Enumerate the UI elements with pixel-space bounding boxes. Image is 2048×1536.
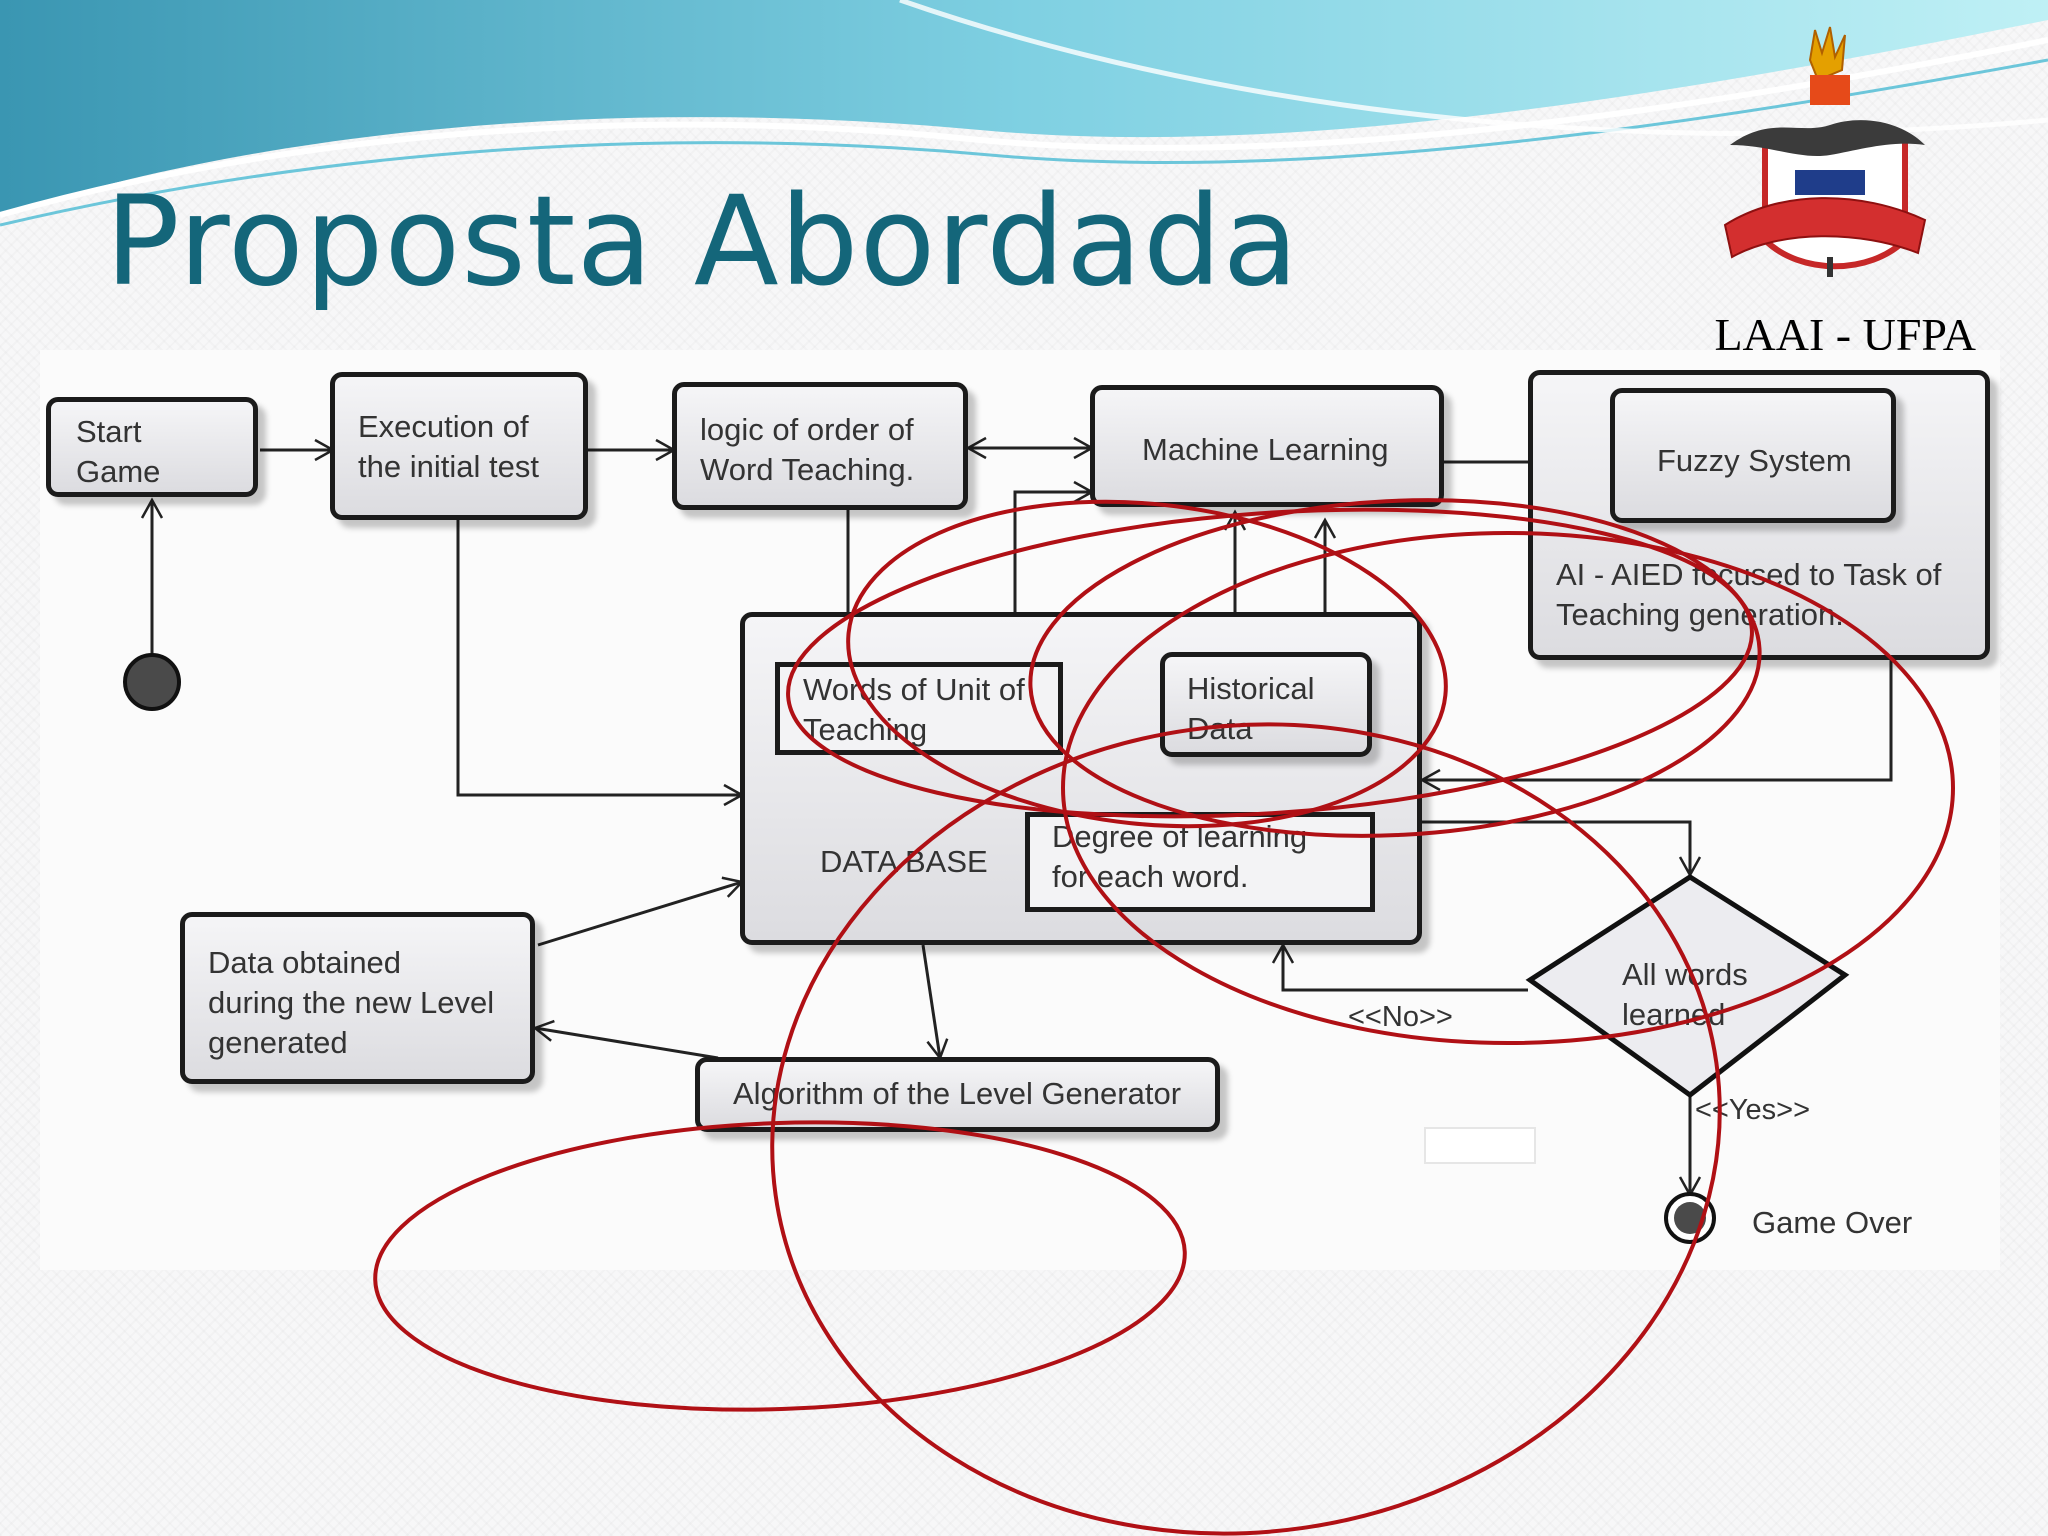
arrow-words-to-ml xyxy=(1013,480,1095,662)
annotation-ellipse-3 xyxy=(1028,498,1762,838)
execution-initial-test-node: Execution of the initial test xyxy=(330,372,588,520)
execution-label: Execution of the initial test xyxy=(358,409,539,484)
degree-learning-node: Degree of learning for each word. xyxy=(1025,812,1375,912)
decision-diamond xyxy=(1525,874,1850,1099)
annotation-ellipse-6 xyxy=(373,1120,1187,1412)
arrow-dataobtained-to-database xyxy=(537,876,745,947)
header-wave xyxy=(0,0,2048,227)
blank-box xyxy=(1424,1127,1536,1164)
arrow-algorithm-to-dataobtained xyxy=(532,1019,719,1060)
logic-order-label: logic of order of Word Teaching. xyxy=(700,412,915,487)
machine-learning-node: Machine Learning xyxy=(1090,385,1444,507)
data-obtained-node: Data obtained during the new Level gener… xyxy=(180,912,535,1084)
annotation-ellipse-1 xyxy=(786,507,1754,819)
machine-learning-label: Machine Learning xyxy=(1142,432,1389,467)
annotation-ellipse-2 xyxy=(846,499,1448,829)
yes-label: <<Yes>> xyxy=(1695,1094,1811,1126)
arrow-execution-to-database xyxy=(456,520,745,807)
start-node xyxy=(123,653,181,711)
database-label: DATA BASE xyxy=(820,844,988,879)
start-game-node: Start Game xyxy=(46,397,258,497)
slide-title: Proposta Abordada xyxy=(105,170,1300,314)
historical-data-node: Historical Data xyxy=(1160,652,1372,757)
fuzzy-system-node: Fuzzy System xyxy=(1610,388,1896,523)
annotation-ellipse-5 xyxy=(770,722,1722,1536)
words-unit-label: Words of Unit of Teaching xyxy=(803,672,1025,747)
annotation-ellipse-4 xyxy=(1061,531,1955,1045)
game-over-label: Game Over xyxy=(1752,1205,1913,1240)
arrow-database-to-algorithm xyxy=(921,944,949,1061)
algorithm-label: Algorithm of the Level Generator xyxy=(733,1076,1182,1111)
end-node-inner xyxy=(1674,1202,1706,1234)
arrow-ai-to-database xyxy=(1419,655,1893,792)
fuzzy-system-label: Fuzzy System xyxy=(1657,443,1852,478)
data-obtained-label: Data obtained during the new Level gener… xyxy=(208,945,495,1060)
university-logo xyxy=(1723,26,1927,277)
arrow-decision-no xyxy=(1271,942,1528,992)
logic-order-node: logic of order of Word Teaching. xyxy=(672,382,968,510)
start-game-label: Start Game xyxy=(76,414,161,489)
algorithm-node: Algorithm of the Level Generator xyxy=(695,1057,1220,1132)
